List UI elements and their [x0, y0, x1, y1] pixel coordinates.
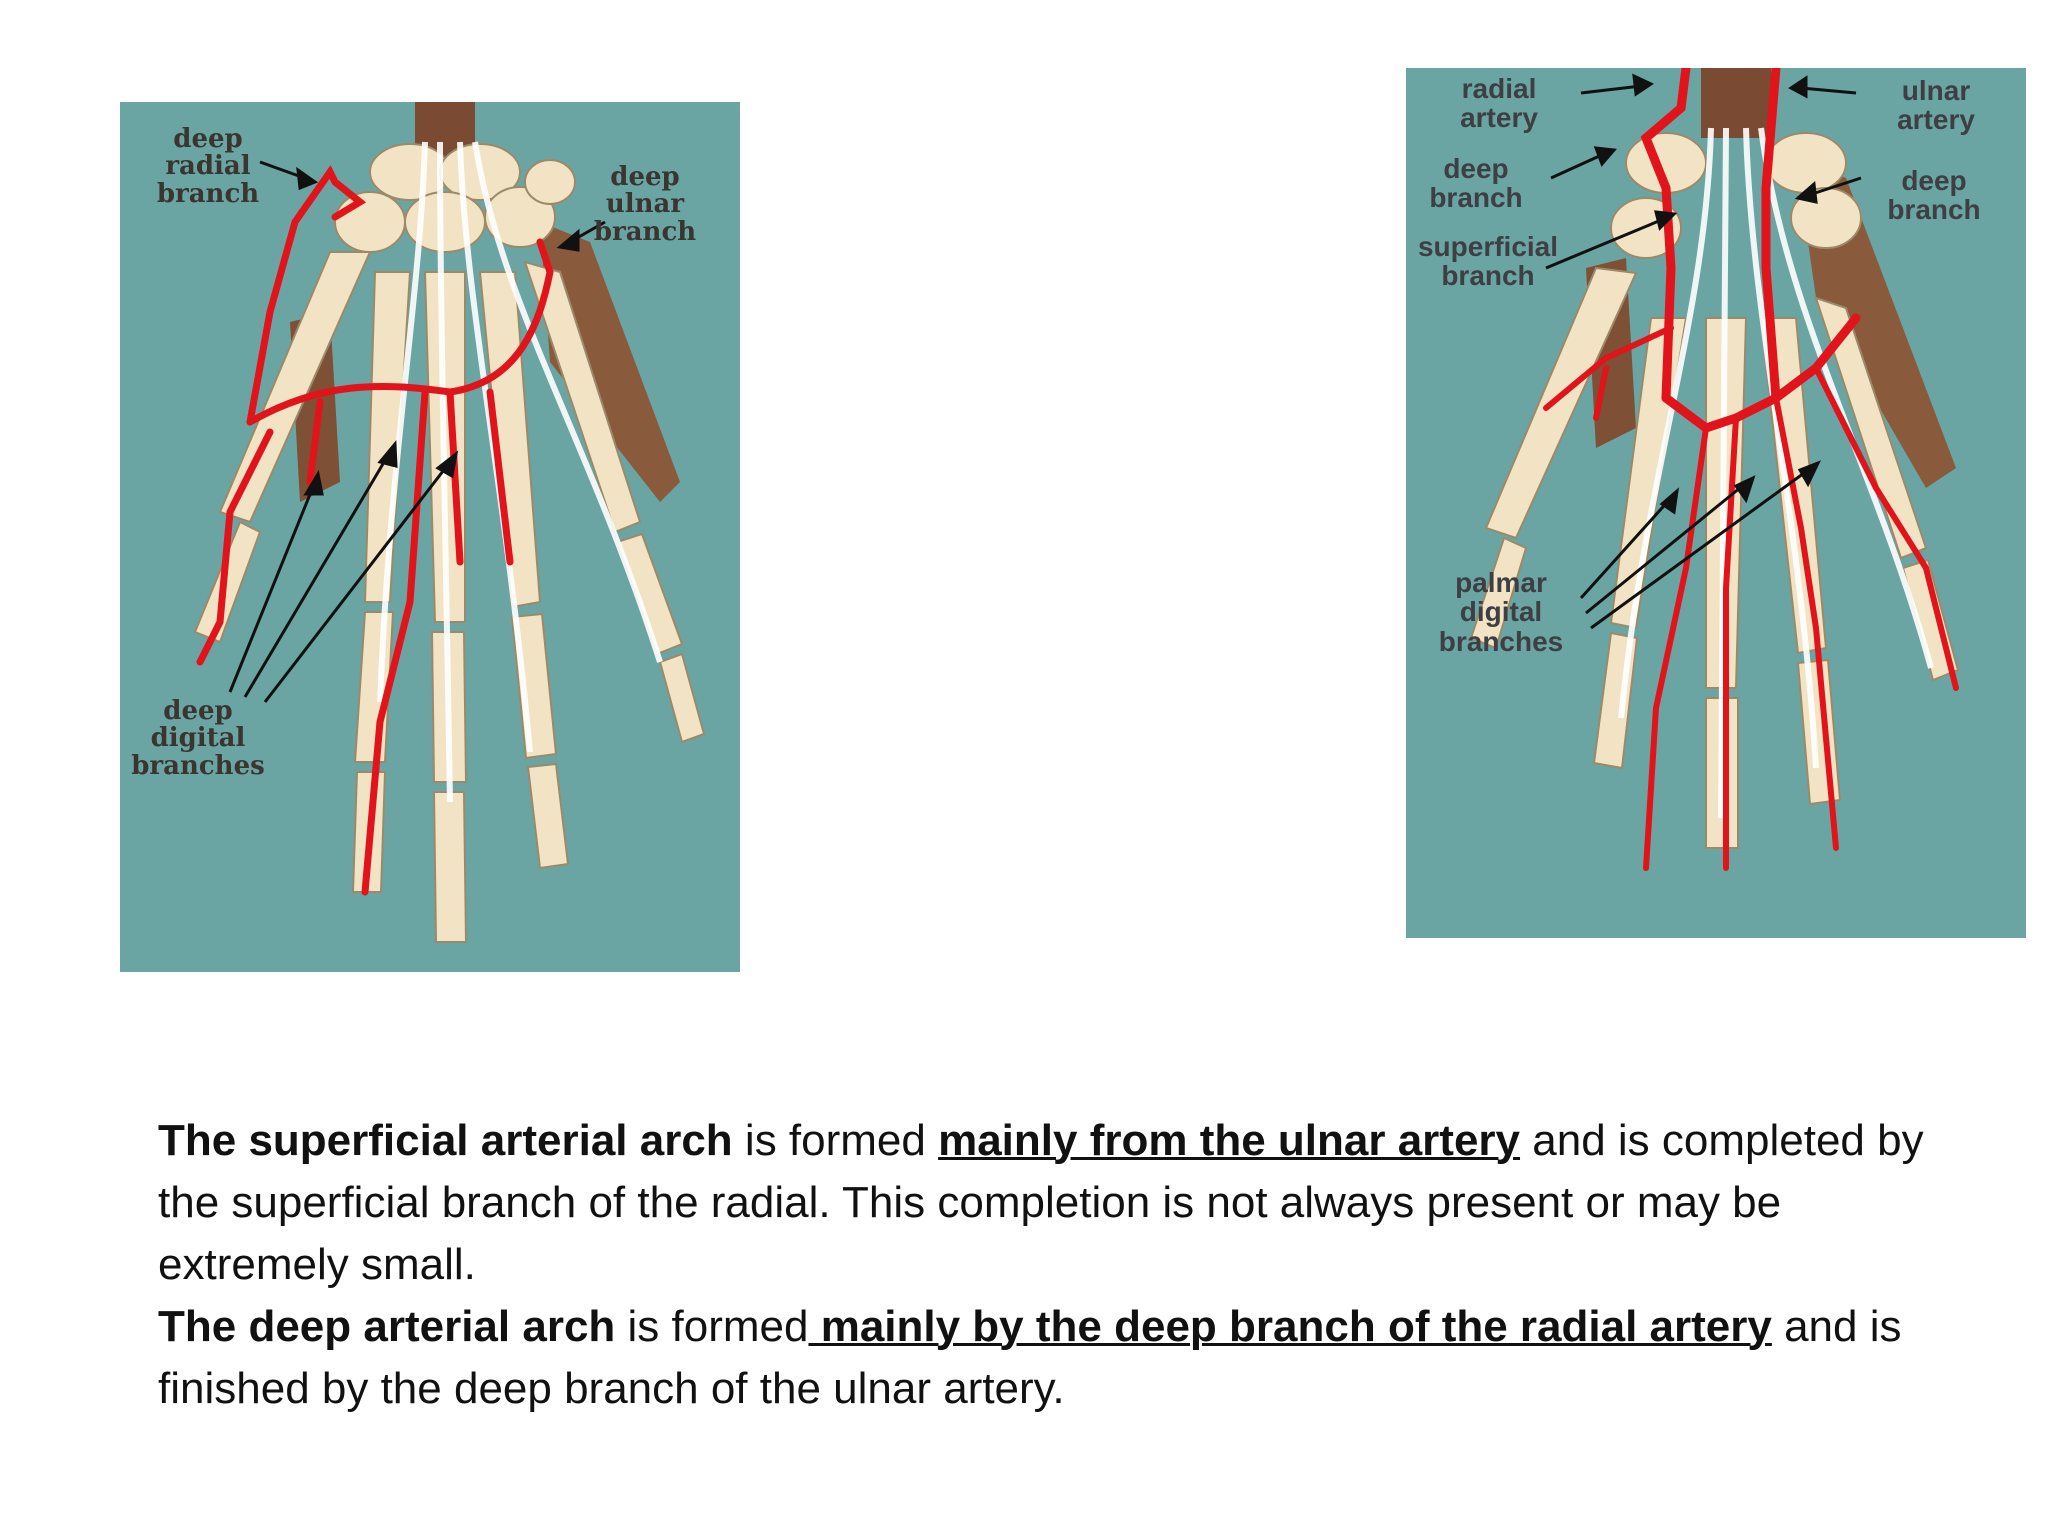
label-line: deep — [1443, 153, 1509, 184]
label-line: radial — [1461, 73, 1537, 104]
label-deep-radial-branch: deep radial branch — [148, 124, 268, 209]
label-line: digital — [150, 723, 246, 754]
label-line: palmar — [1455, 567, 1547, 598]
forearm-tendons — [1701, 68, 1771, 138]
carpal-bones — [334, 143, 576, 253]
label-line: artery — [1897, 104, 1975, 136]
label-line: branch — [1887, 194, 1981, 226]
label-line: branches — [131, 750, 265, 781]
label-line: deep — [163, 696, 233, 726]
explanation-text: The superficial arterial arch is formed … — [158, 1110, 1958, 1420]
text-run: and is completed by the superficial bran… — [158, 1116, 1924, 1289]
hand-illustration-deep — [193, 102, 706, 943]
label-deep-branch-ulnar: deep branch — [1874, 166, 1994, 225]
deep-palmar-arch-figure: deep radial branch deep ulnar branch dee… — [120, 102, 740, 972]
label-line: ulnar — [605, 189, 685, 220]
label-line: deep — [1901, 165, 1967, 196]
label-line: branch — [1429, 182, 1523, 214]
text-run: is formed — [615, 1302, 809, 1351]
emphasis-radial: mainly by the deep branch of the radial … — [808, 1302, 1772, 1351]
label-line: artery — [1460, 102, 1538, 134]
label-superficial-branch: superficial branch — [1408, 232, 1568, 291]
label-palmar-digital-branches: palmar digital branches — [1426, 567, 1576, 657]
term-superficial-arch: The superficial arterial arch — [158, 1116, 733, 1165]
label-line: radial — [165, 151, 251, 182]
pointer-arrows — [228, 160, 606, 703]
label-line: superficial — [1417, 231, 1559, 262]
palmar-digital-arteries — [1543, 325, 1959, 871]
emphasis-ulnar: mainly from the ulnar artery — [938, 1116, 1521, 1165]
label-line: ulnar — [1901, 75, 1971, 106]
label-line: deep — [173, 124, 243, 154]
label-radial-artery: radial artery — [1434, 74, 1564, 133]
label-line: branch — [1441, 260, 1535, 292]
hypothenar-muscle — [540, 222, 680, 502]
text-run: and is finished by the deep branch of th… — [158, 1302, 1902, 1413]
label-line: deep — [610, 162, 680, 192]
label-line: branch — [156, 178, 260, 209]
superficial-arch-paragraph: The superficial arterial arch is formed … — [158, 1110, 1958, 1296]
term-deep-arch: The deep arterial arch — [158, 1302, 616, 1351]
label-line: branches — [1438, 625, 1564, 657]
deep-arteries — [196, 165, 554, 896]
label-deep-branch-radial: deep branch — [1416, 154, 1536, 213]
pointer-arrows — [1545, 73, 1862, 630]
label-deep-digital-branches: deep digital branches — [128, 696, 268, 781]
hand-illustration-superficial — [1469, 68, 1960, 871]
label-deep-ulnar-branch: deep ulnar branch — [590, 162, 700, 247]
label-ulnar-artery: ulnar artery — [1876, 76, 1996, 135]
superficial-palmar-arch-figure: radial artery ulnar artery deep branch d… — [1406, 68, 2026, 938]
superficial-arteries — [1640, 68, 1861, 434]
text-run: is formed — [732, 1116, 939, 1165]
label-line: digital — [1459, 596, 1543, 628]
deep-arch-paragraph: The deep arterial arch is formed mainly … — [158, 1296, 1958, 1420]
label-line: branch — [593, 216, 697, 247]
